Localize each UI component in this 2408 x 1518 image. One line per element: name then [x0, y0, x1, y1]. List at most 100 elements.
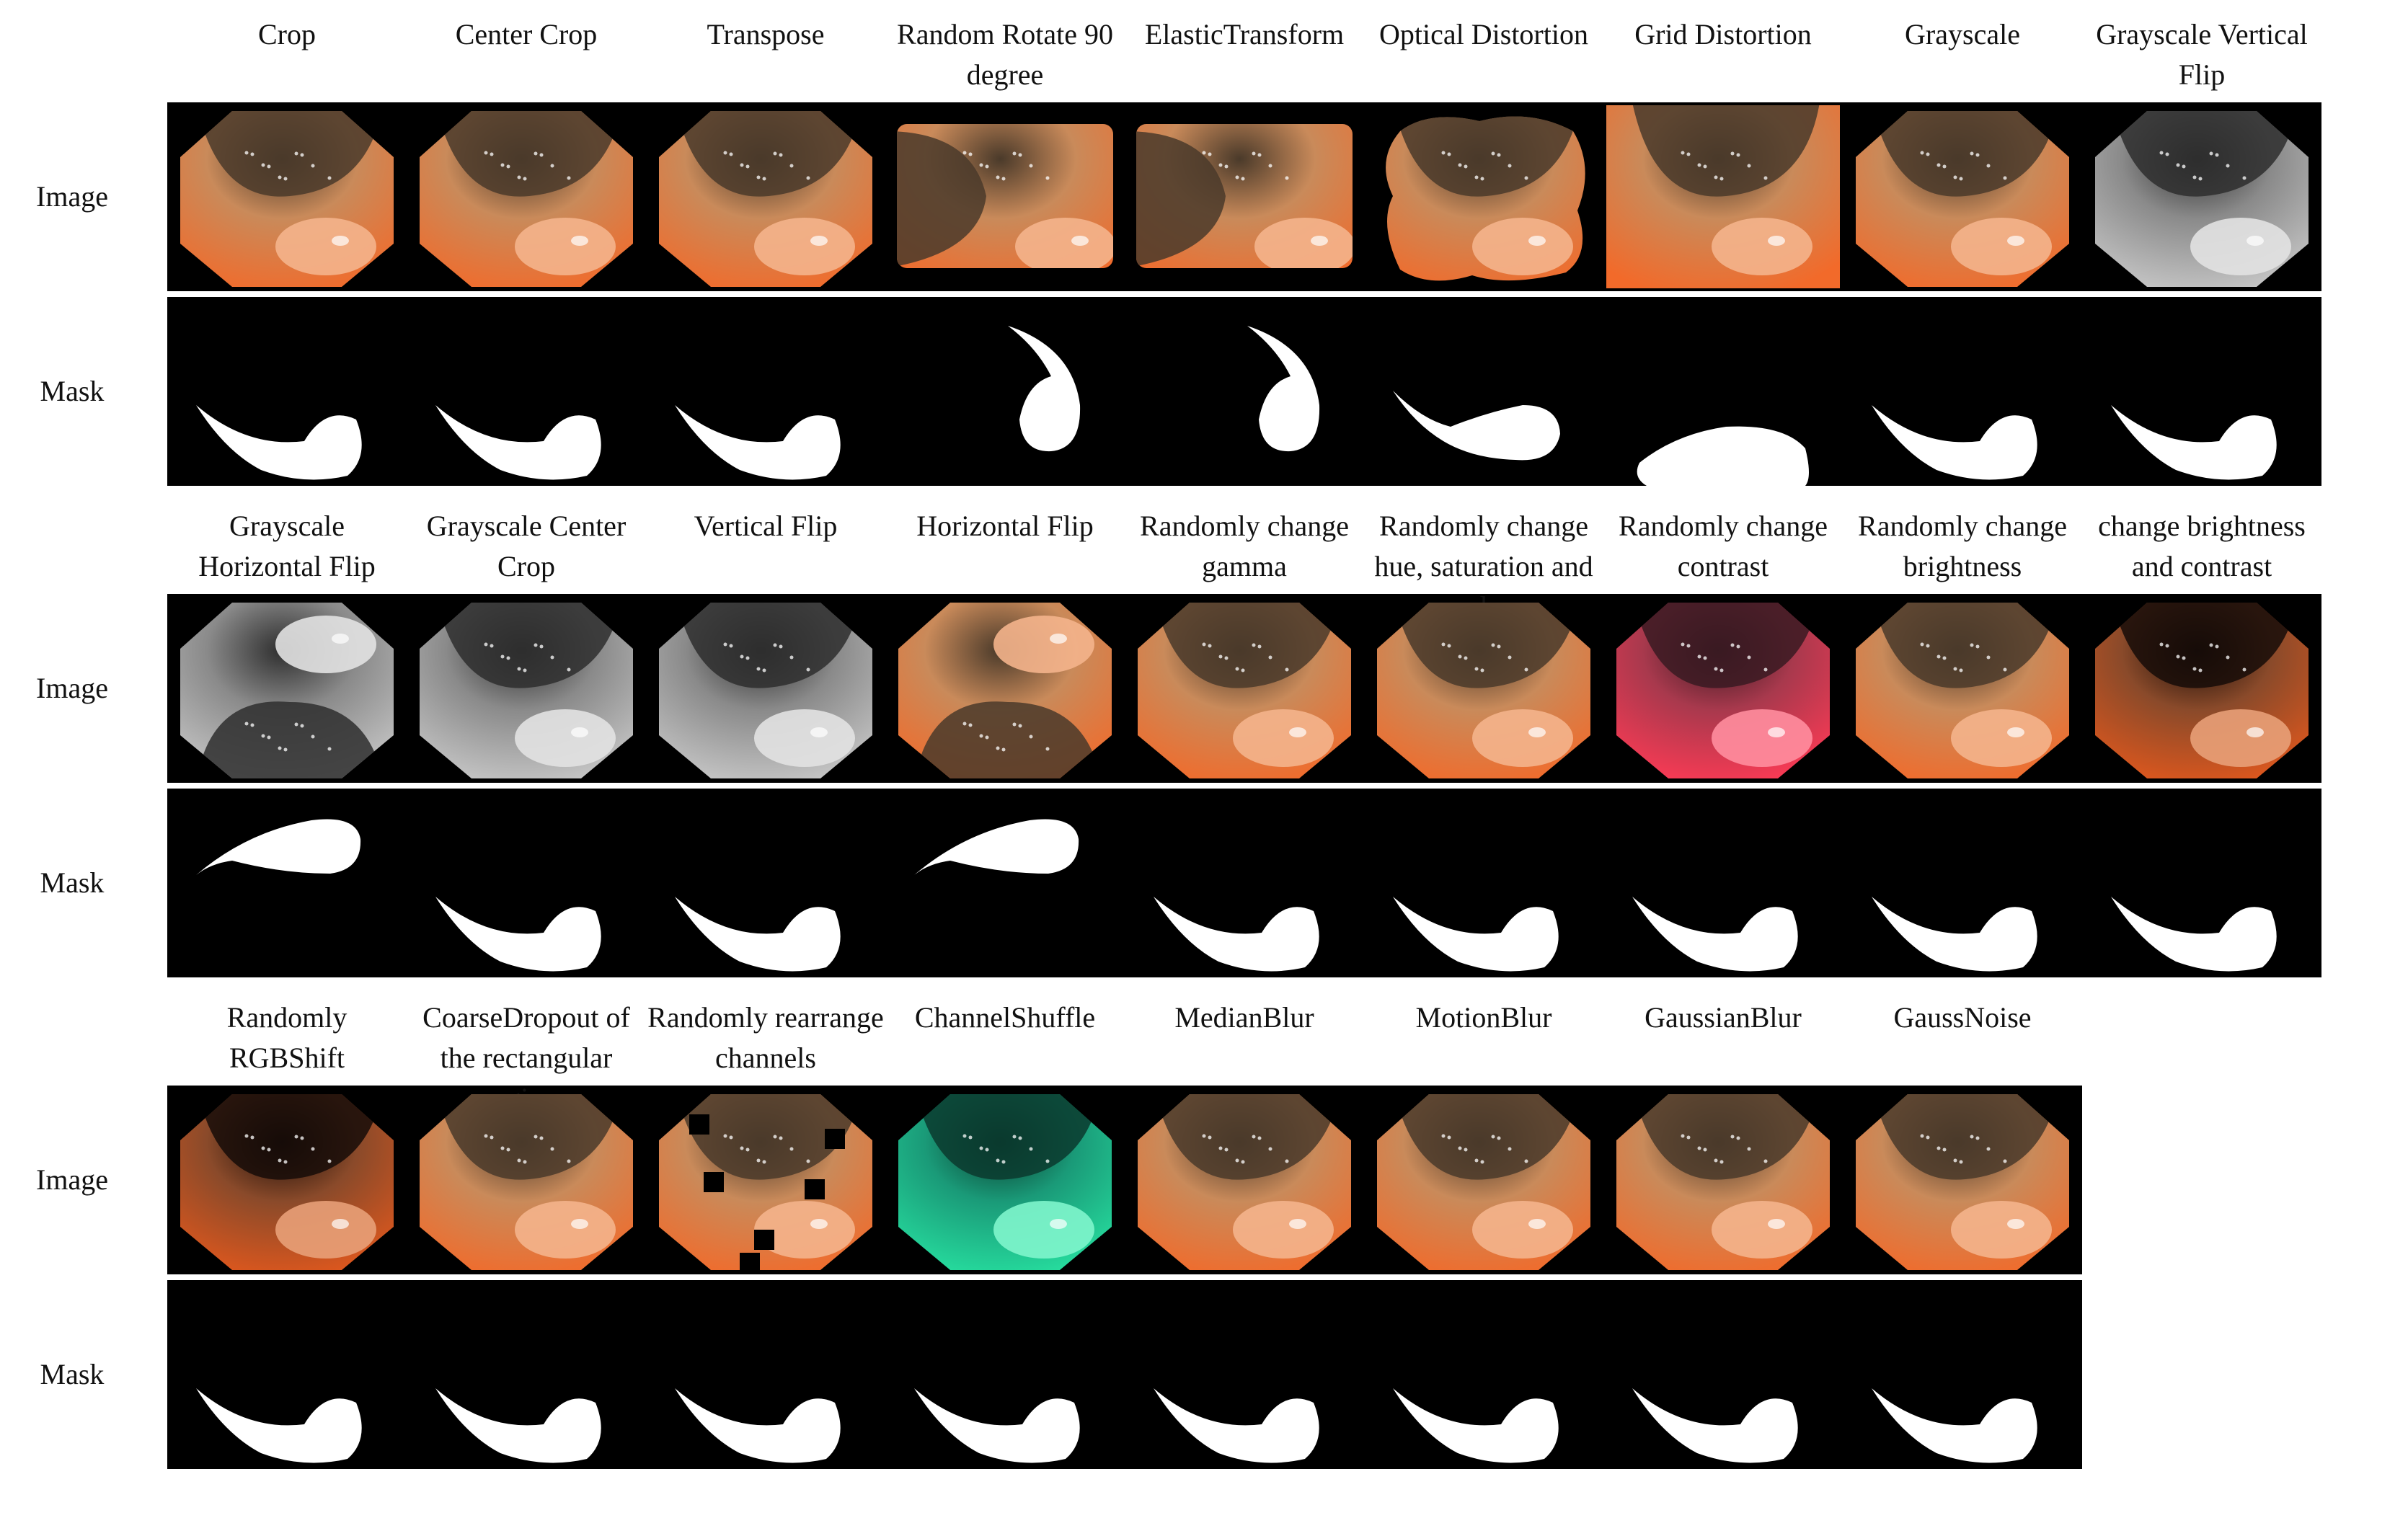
segmentation-mask	[646, 1280, 885, 1469]
column-title: CoarseDropout of the rectangular regions	[422, 1001, 630, 1114]
image-cell	[167, 102, 407, 291]
column-title: Randomly change brightness	[1858, 510, 2067, 582]
image-cell	[1125, 1086, 1364, 1274]
image-cell	[1843, 594, 2082, 783]
column-title: ChannelShuffle	[914, 1001, 1096, 1034]
row-label-image: Image	[36, 672, 108, 704]
segmentation-mask	[2082, 297, 2321, 486]
endoscopy-image	[1136, 124, 1353, 268]
mask-cell	[167, 1280, 407, 1469]
image-cell	[646, 102, 885, 291]
endoscopy-image	[180, 603, 394, 778]
segmentation-mask	[1364, 1280, 1603, 1469]
image-cell	[2082, 594, 2321, 783]
segmentation-mask	[2082, 789, 2321, 977]
segmentation-mask	[885, 1280, 1125, 1469]
column-title: Transpose	[707, 18, 825, 50]
image-cell	[1603, 594, 1843, 783]
segmentation-mask	[885, 789, 1125, 977]
column-title: MedianBlur	[1174, 1001, 1314, 1034]
segmentation-mask	[1843, 297, 2082, 486]
mask-cell	[646, 297, 885, 486]
mask-cell	[885, 1280, 1125, 1469]
mask-cell	[1843, 1280, 2082, 1469]
image-cell	[1603, 1086, 1843, 1274]
endoscopy-image	[1856, 111, 2069, 287]
segmentation-mask	[167, 789, 407, 977]
segmentation-mask	[1125, 297, 1364, 486]
endoscopy-image	[1856, 603, 2069, 778]
image-cell	[1364, 102, 1603, 291]
image-cell	[167, 1086, 407, 1274]
image-cell	[885, 102, 1125, 291]
column-title: Grayscale Horizontal Flip	[198, 510, 376, 582]
mask-cell	[1125, 297, 1364, 486]
image-cell	[407, 102, 646, 291]
row-label-mask: Mask	[40, 375, 105, 407]
mask-cell	[167, 789, 407, 977]
segmentation-mask	[1603, 1280, 1843, 1469]
endoscopy-image	[1606, 105, 1840, 288]
mask-cell	[407, 297, 646, 486]
column-title: Crop	[258, 18, 316, 50]
endoscopy-image	[1377, 1094, 1590, 1270]
endoscopy-image	[2095, 111, 2309, 287]
mask-cell	[167, 297, 407, 486]
mask-cell	[2082, 789, 2321, 977]
image-cell	[407, 1086, 646, 1274]
image-cell	[885, 594, 1125, 783]
column-title: Random Rotate 90 degree	[897, 18, 1113, 91]
mask-cell	[1843, 297, 2082, 486]
column-title: Vertical Flip	[694, 510, 838, 542]
endoscopy-image	[1377, 603, 1590, 778]
segmentation-mask	[1125, 789, 1364, 977]
segmentation-mask	[646, 297, 885, 486]
endoscopy-image	[1616, 1094, 1830, 1270]
mask-cell	[407, 1280, 646, 1469]
mask-cell	[885, 297, 1125, 486]
segmentation-mask	[167, 1280, 407, 1469]
segmentation-mask	[407, 789, 646, 977]
image-cell	[646, 594, 885, 783]
segmentation-mask	[407, 297, 646, 486]
column-title: Randomly change hue, saturation and valu…	[1374, 510, 1593, 623]
endoscopy-image	[898, 1094, 1112, 1270]
image-cell	[1364, 1086, 1603, 1274]
row-label-mask: Mask	[40, 1358, 105, 1390]
endoscopy-image	[420, 111, 633, 287]
endoscopy-image	[180, 1094, 394, 1270]
endoscopy-image	[2095, 603, 2309, 778]
column-title: GaussianBlur	[1645, 1001, 1802, 1034]
mask-cell	[407, 789, 646, 977]
column-title: Optical Distortion	[1379, 18, 1588, 50]
endoscopy-image	[898, 603, 1112, 778]
endoscopy-image	[1138, 603, 1351, 778]
column-title: Center Crop	[455, 18, 598, 50]
image-cell	[167, 594, 407, 783]
image-cell	[1125, 102, 1364, 291]
endoscopy-image	[420, 1094, 633, 1270]
mask-cell	[1843, 789, 2082, 977]
column-title: Randomly change gamma	[1140, 510, 1349, 582]
column-title: Randomly rearrange channels	[647, 1001, 884, 1074]
endoscopy-image	[659, 603, 872, 778]
image-cell	[1364, 594, 1603, 783]
column-title: ElasticTransform	[1144, 18, 1345, 50]
column-title: Grayscale	[1905, 18, 2020, 50]
mask-cell	[1603, 1280, 1843, 1469]
endoscopy-image	[420, 603, 633, 778]
endoscopy-image	[897, 124, 1113, 268]
column-title: Grayscale Center Crop	[426, 510, 627, 582]
mask-cell	[1603, 297, 1843, 486]
endoscopy-image	[1856, 1094, 2069, 1270]
segmentation-mask	[1603, 297, 1843, 486]
segmentation-mask	[407, 1280, 646, 1469]
image-cell	[407, 594, 646, 783]
endoscopy-image	[180, 111, 394, 287]
mask-cell	[646, 1280, 885, 1469]
mask-cell	[1364, 1280, 1603, 1469]
mask-cell	[1364, 297, 1603, 486]
image-cell	[1843, 1086, 2082, 1274]
mask-cell	[2082, 297, 2321, 486]
